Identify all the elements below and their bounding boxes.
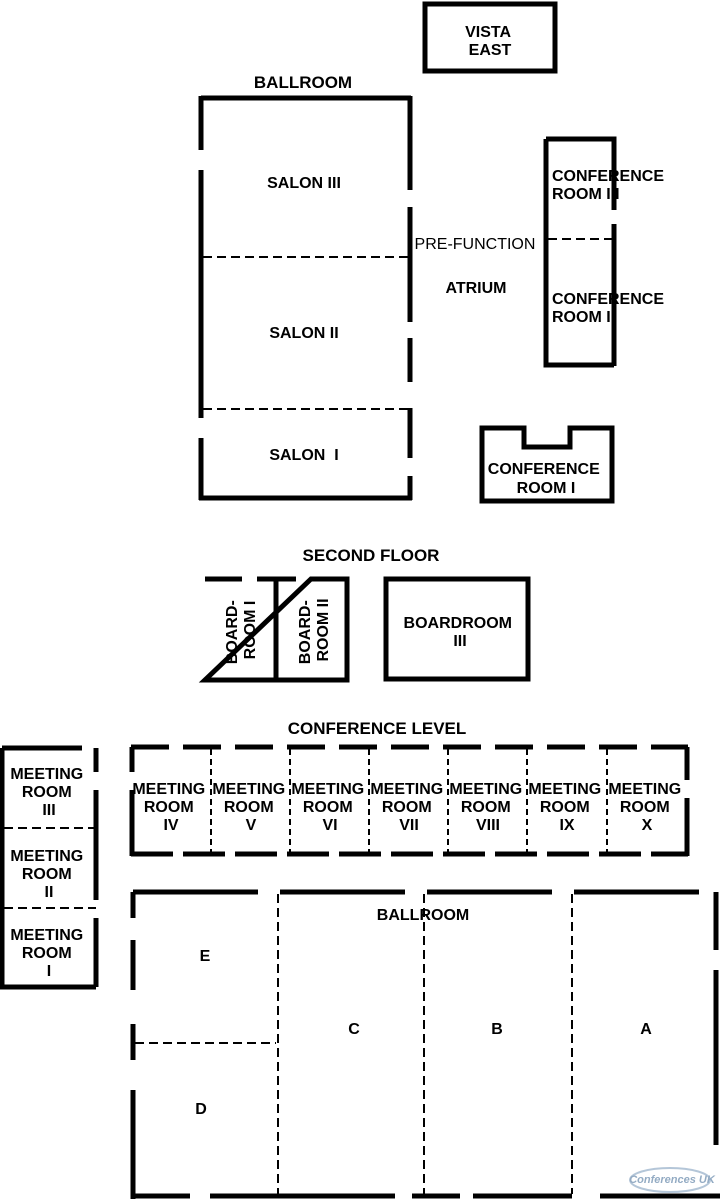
meeting-room-5-label: MEETING ROOM V — [212, 781, 289, 834]
salon-3-label: SALON III — [267, 175, 341, 192]
conference-level-title: CONFERENCE LEVEL — [288, 719, 467, 738]
boardroom-3-label: BOARDROOM III — [404, 615, 517, 650]
meeting-rooms-left-outline — [0, 745, 99, 990]
meeting-room-1-label: MEETING ROOM I — [10, 927, 87, 980]
vista-east-label: VISTA EAST — [465, 24, 515, 59]
conference-room-2-3-outline — [543, 136, 617, 368]
conference-room-3-label: CONFERENCE ROOM III — [552, 168, 668, 203]
meeting-room-9-label: MEETING ROOM IX — [528, 781, 605, 834]
meeting-rooms-row-labels: MEETING ROOM IV MEETING ROOM V MEETING R… — [132, 781, 685, 834]
meeting-rooms-row-dividers — [210, 749, 608, 852]
boardroom-1-label: BOARD- ROOM I — [224, 596, 259, 664]
meeting-room-7-label: MEETING ROOM VII — [370, 781, 447, 834]
boardroom-3-outline — [383, 576, 531, 682]
meeting-room-6-label: MEETING ROOM VI — [291, 781, 368, 834]
meeting-room-8-label: MEETING ROOM VIII — [449, 781, 526, 834]
section-b-label: B — [491, 1021, 503, 1038]
meeting-room-3-label: MEETING ROOM III — [10, 766, 87, 819]
second-floor-labels: SECOND FLOOR BOARD- ROOM I BOARD- ROOM I… — [224, 546, 517, 664]
salon-2-label: SALON II — [269, 325, 338, 342]
prefunction-label: PRE-FUNCTION — [415, 236, 536, 253]
ballroom-title: BALLROOM — [254, 73, 352, 92]
section-c-label: C — [348, 1021, 360, 1038]
atrium-label: ATRIUM — [445, 280, 506, 297]
salon-1-label: SALON I — [269, 447, 338, 464]
section-a-label: A — [640, 1021, 652, 1038]
upper-level — [198, 1, 617, 504]
boardroom-2-label: BOARD- ROOM II — [297, 596, 332, 664]
section-d-label: D — [195, 1101, 207, 1118]
watermark-text: Conferences UK — [629, 1174, 716, 1186]
conference-level — [0, 744, 720, 1199]
meeting-room-4-label: MEETING ROOM IV — [132, 781, 209, 834]
conference-room-2-label: CONFERENCE ROOM II — [552, 291, 668, 326]
meeting-room-10-label: MEETING ROOM X — [608, 781, 685, 834]
conferences-uk-watermark: Conferences UK — [629, 1167, 716, 1193]
second-floor — [198, 576, 531, 683]
section-e-label: E — [200, 948, 211, 965]
upper-level-labels: VISTA EAST BALLROOM SALON III SALON II S… — [254, 24, 668, 497]
lower-ballroom-title: BALLROOM — [377, 907, 469, 924]
conference-level-labels: CONFERENCE LEVEL MEETING ROOM III MEETIN… — [10, 719, 685, 1118]
conference-room-1-label: CONFERENCE ROOM I — [488, 461, 604, 497]
second-floor-title: SECOND FLOOR — [303, 546, 440, 565]
conference-room-1-outline — [479, 425, 615, 504]
lower-ballroom-partitions — [277, 894, 573, 1194]
vista-east-room — [422, 1, 558, 74]
meeting-room-2-label: MEETING ROOM II — [10, 848, 87, 901]
